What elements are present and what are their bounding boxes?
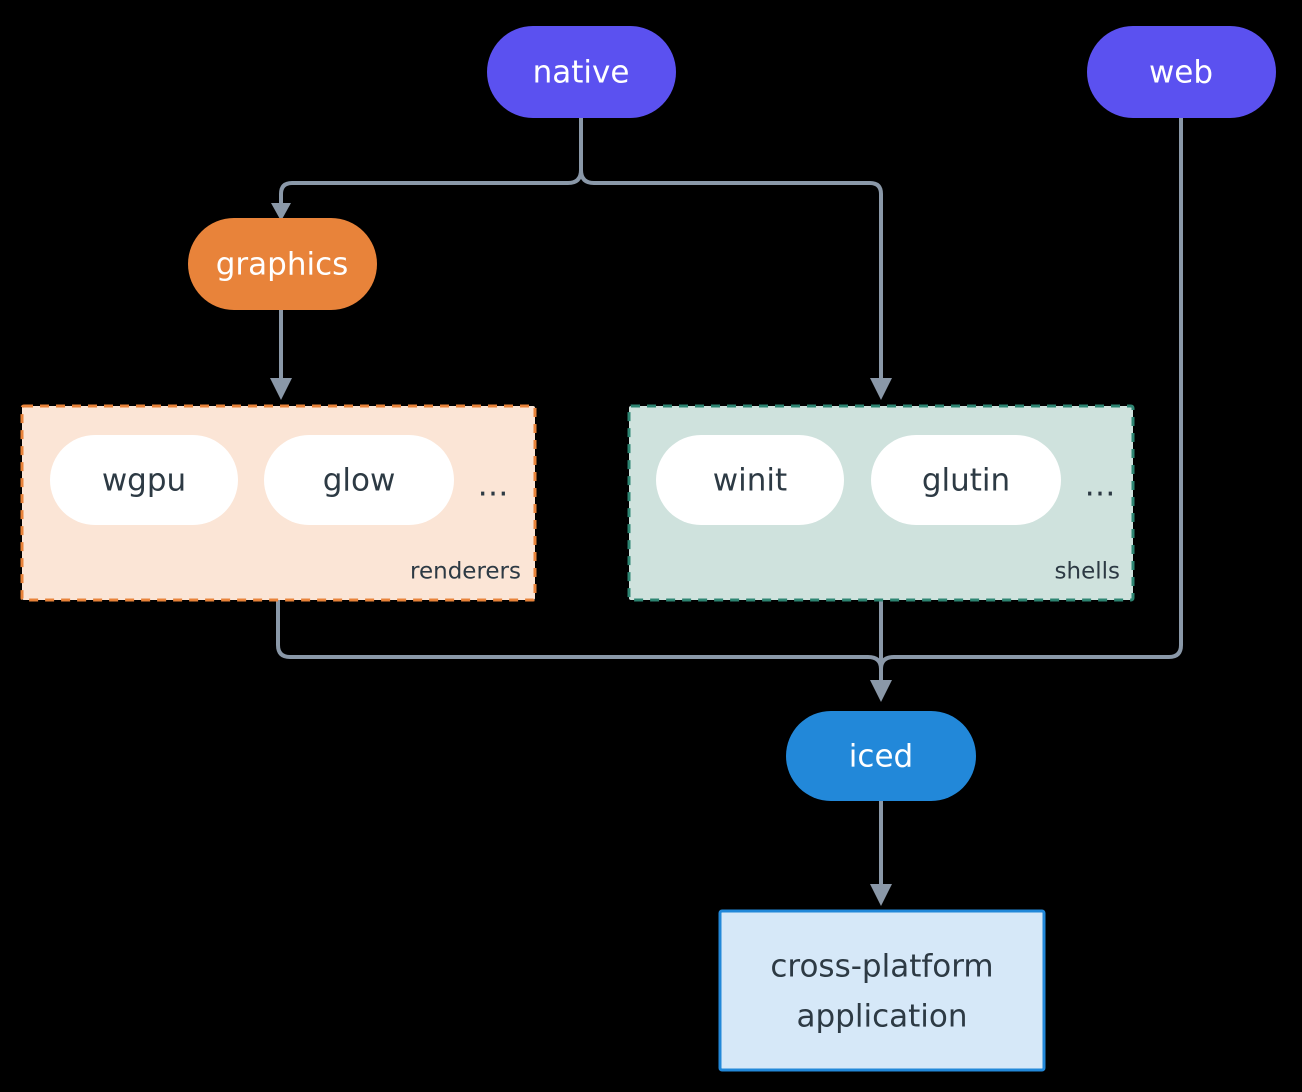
node-iced-shape[interactable] — [786, 711, 976, 801]
arrowhead-merge-to-iced — [870, 680, 892, 702]
node-cross-platform-application[interactable]: cross-platform application — [718, 909, 1046, 1072]
arrowhead-graphics-to-renderers — [270, 378, 292, 400]
pill-winit[interactable] — [656, 435, 844, 525]
group-shells-item-winit[interactable]: winit — [656, 435, 844, 525]
pill-glutin-label: glutin — [922, 463, 1010, 499]
edge-web-to-iced — [879, 118, 1183, 683]
arrowhead-native-to-graphics — [271, 203, 291, 221]
node-app-shape[interactable] — [718, 909, 1046, 1072]
pill-glow[interactable] — [264, 435, 454, 525]
node-web-label: web — [1149, 55, 1213, 91]
node-graphics-shape[interactable] — [188, 218, 377, 310]
group-renderers: wgpu glow … renderers — [20, 404, 537, 602]
node-app-label-line1: cross-platform — [770, 949, 993, 985]
node-graphics[interactable]: graphics — [188, 218, 377, 310]
group-shells: winit glutin … shells — [627, 404, 1135, 602]
edge-native-to-shells — [579, 169, 883, 382]
node-iced[interactable]: iced — [786, 711, 976, 801]
edge-layer — [270, 118, 1183, 906]
node-native-shape[interactable] — [487, 26, 676, 118]
edge-native-stem — [279, 118, 583, 207]
group-shells-tag: shells — [1055, 559, 1120, 585]
shells-ellipsis: … — [1085, 468, 1116, 504]
pill-glutin[interactable] — [871, 435, 1061, 525]
node-web-shape[interactable] — [1087, 26, 1276, 118]
node-app-label-line2: application — [797, 999, 968, 1035]
node-graphics-label: graphics — [216, 247, 349, 283]
group-shells-item-glutin[interactable]: glutin — [871, 435, 1061, 525]
node-iced-label: iced — [849, 739, 913, 775]
pill-wgpu-label: wgpu — [102, 463, 186, 499]
node-native-label: native — [533, 55, 630, 91]
group-renderers-tag: renderers — [410, 559, 521, 585]
group-renderers-item-wgpu[interactable]: wgpu — [50, 435, 238, 525]
group-renderers-item-glow[interactable]: glow — [264, 435, 454, 525]
edge-renderers-to-iced — [276, 600, 883, 683]
node-web[interactable]: web — [1087, 26, 1276, 118]
arrowhead-native-to-shells — [870, 378, 892, 400]
pill-winit-label: winit — [713, 463, 787, 499]
pill-wgpu[interactable] — [50, 435, 238, 525]
pill-glow-label: glow — [323, 463, 396, 499]
renderers-ellipsis: … — [478, 468, 509, 504]
node-native[interactable]: native — [487, 26, 676, 118]
arrowhead-iced-to-app — [870, 884, 892, 906]
